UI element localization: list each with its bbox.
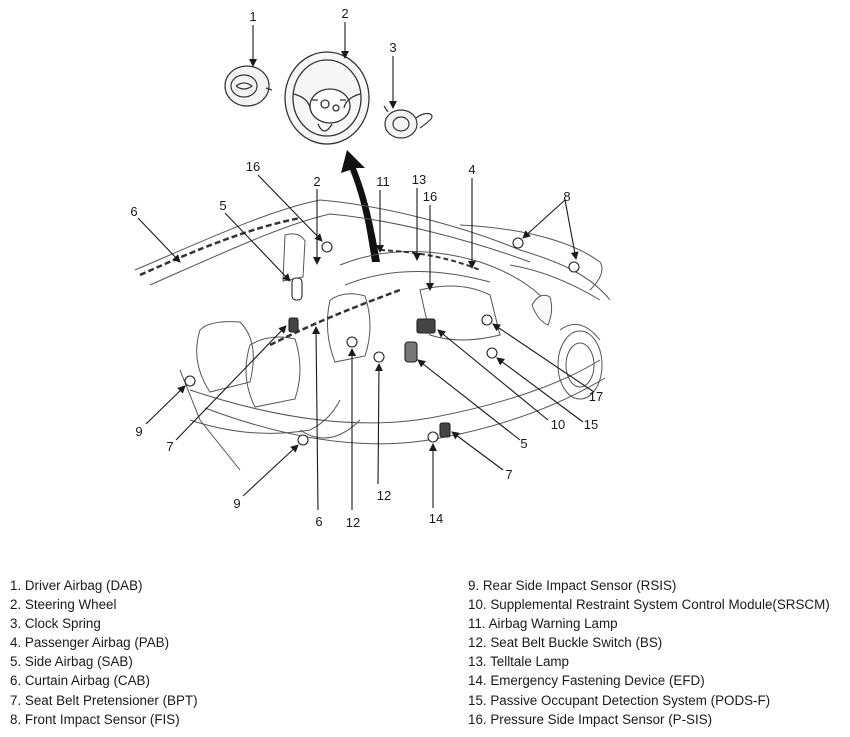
legend-item: 14. Emergency Fastening Device (EFD) [468, 673, 705, 689]
callout-label: 11 [376, 174, 390, 189]
callout-label: 12 [346, 515, 360, 530]
airbag-system-diagram: 1 2 3 16 2 11 13 16 4 8 6 5 9 7 9 6 12 1… [130, 6, 611, 530]
callout-label: 3 [389, 40, 396, 55]
callout-label: 13 [412, 172, 426, 187]
callout-label: 4 [468, 162, 475, 177]
callout-label: 15 [584, 417, 598, 432]
legend-item: 4. Passenger Airbag (PAB) [10, 635, 170, 651]
legend-item: 6. Curtain Airbag (CAB) [10, 673, 150, 689]
callout-label: 6 [315, 514, 322, 529]
callout-label: 6 [130, 204, 137, 219]
callout-label: 16 [246, 159, 260, 174]
leader-lines [137, 22, 595, 511]
legend-item: 7. Seat Belt Pretensioner (BPT) [10, 692, 198, 708]
legend-item: 3. Clock Spring [10, 616, 101, 632]
steering-wheel-drawing [284, 51, 370, 145]
legend-item: 10. Supplemental Restraint System Contro… [468, 597, 830, 613]
callout-label: 7 [166, 439, 173, 454]
legend-item: 15. Passive Occupant Detection System (P… [468, 692, 771, 708]
legend-item: 1. Driver Airbag (DAB) [10, 578, 143, 593]
callout-label: 7 [505, 467, 512, 482]
legend-item: 5. Side Airbag (SAB) [10, 654, 133, 670]
callout-label: 12 [377, 488, 391, 503]
legend-item: 13. Telltale Lamp [468, 654, 569, 670]
legend-item: 16. Pressure Side Impact Sensor (P-SIS) [468, 711, 713, 727]
callout-label: 9 [135, 424, 142, 439]
installation-arrow [341, 150, 380, 262]
callout-label: 8 [563, 189, 570, 204]
legend-item: 2. Steering Wheel [10, 597, 117, 613]
callout-labels: 1 2 3 16 2 11 13 16 4 8 6 5 9 7 9 6 12 1… [130, 6, 603, 530]
legend-item: 11. Airbag Warning Lamp [468, 616, 618, 632]
callout-label: 10 [551, 417, 565, 432]
callout-label: 1 [249, 9, 256, 24]
callout-label: 5 [520, 436, 527, 451]
component-markers [184, 237, 580, 446]
callout-label: 14 [429, 511, 443, 526]
driver-airbag-drawing [224, 65, 273, 107]
clock-spring-drawing [383, 105, 433, 139]
legend-item: 12. Seat Belt Buckle Switch (BS) [468, 635, 663, 651]
callout-label: 2 [341, 6, 348, 21]
callout-label: 9 [233, 496, 240, 511]
legend-right-column: 9. Rear Side Impact Sensor (RSIS) 10. Su… [468, 576, 848, 729]
callout-label: 2 [313, 174, 320, 189]
callout-label: 5 [219, 198, 226, 213]
legend-item: 8. Front Impact Sensor (FIS) [10, 711, 180, 727]
callout-label: 16 [423, 189, 437, 204]
legend-left-column: 1. Driver Airbag (DAB) 2. Steering Wheel… [10, 576, 450, 729]
callout-label: 17 [589, 389, 603, 404]
legend-item: 9. Rear Side Impact Sensor (RSIS) [468, 578, 677, 593]
vehicle-outline-drawing [134, 199, 611, 471]
